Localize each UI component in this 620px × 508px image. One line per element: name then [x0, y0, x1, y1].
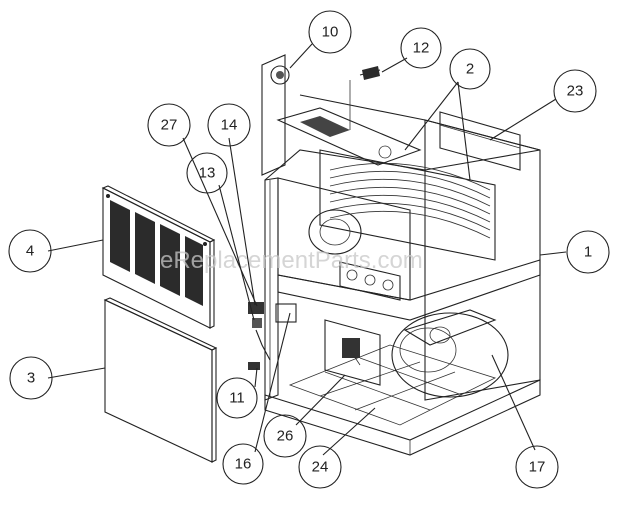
callout-11: 11	[216, 377, 258, 419]
callout-23: 23	[553, 69, 597, 113]
callout-14: 14	[207, 103, 251, 147]
svg-text:27: 27	[161, 117, 178, 134]
svg-text:26: 26	[277, 428, 294, 445]
callout-2: 2	[449, 48, 491, 90]
part-17-blower-assembly	[391, 309, 509, 398]
callout-3: 3	[9, 356, 53, 400]
part-10-pressure-switch	[261, 54, 290, 176]
callout-4: 4	[8, 229, 52, 273]
part-23-bracket	[439, 111, 521, 171]
svg-text:12: 12	[413, 40, 430, 57]
svg-text:23: 23	[567, 83, 584, 100]
leader-lines	[47, 43, 567, 456]
callout-17: 17	[515, 445, 559, 489]
callout-24: 24	[298, 445, 342, 489]
callout-1: 1	[566, 230, 610, 274]
svg-text:14: 14	[221, 117, 238, 134]
callout-27: 27	[147, 103, 191, 147]
svg-text:1: 1	[584, 244, 592, 261]
svg-text:24: 24	[312, 459, 329, 476]
callout-10: 10	[308, 10, 352, 54]
callout-26: 26	[263, 414, 307, 458]
callout-16: 16	[222, 443, 264, 485]
part-12-sensor	[349, 66, 381, 130]
svg-text:2: 2	[466, 61, 474, 78]
svg-text:13: 13	[199, 165, 216, 182]
top-vent-plate	[276, 107, 422, 166]
svg-text:17: 17	[529, 459, 546, 476]
callout-12: 12	[400, 27, 442, 69]
callout-13: 13	[186, 152, 228, 194]
furnace-cabinet	[264, 94, 541, 456]
svg-text:3: 3	[27, 370, 35, 387]
svg-text:11: 11	[229, 390, 245, 407]
part-4-grille-panel	[101, 185, 216, 329]
svg-text:4: 4	[26, 243, 34, 260]
svg-text:10: 10	[322, 24, 339, 41]
watermark-text: eReplacementParts.com	[160, 247, 423, 274]
part-2-heat-exchanger	[308, 149, 496, 261]
part-13-14-gas-valve	[248, 302, 297, 370]
burner-manifold	[339, 261, 401, 301]
svg-text:16: 16	[235, 456, 252, 473]
part-3-access-panel	[103, 297, 218, 463]
part-26-control-board	[324, 319, 381, 386]
